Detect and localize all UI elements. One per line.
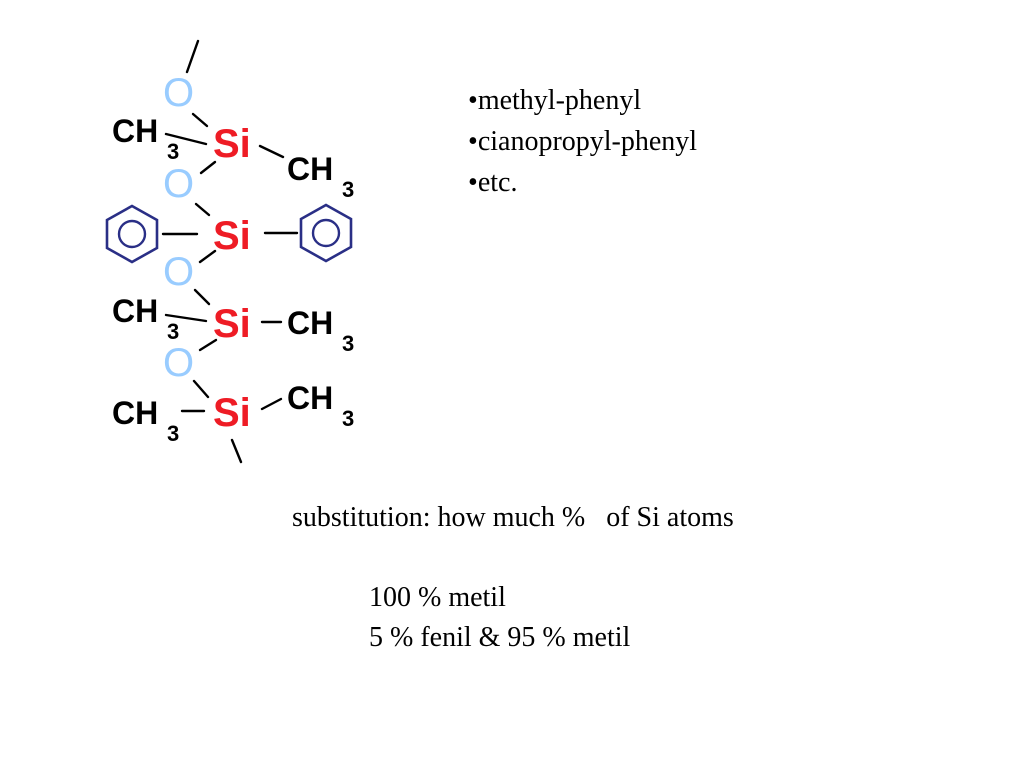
methyl-label: CH <box>112 113 158 149</box>
methyl-subscript: 3 <box>167 139 179 164</box>
stationary-phase-list: methyl-phenyl cianopropyl-phenyl etc. <box>468 80 697 203</box>
bond-ch3-si1 <box>164 132 208 146</box>
methyl-label: CH <box>287 380 333 416</box>
methyl-label: CH <box>287 305 333 341</box>
methyl-group: CH 3 <box>287 151 354 202</box>
silicon-atom: Si <box>213 302 251 346</box>
bond-o1-si1 <box>191 112 209 128</box>
bond-terminal-bottom <box>230 438 243 464</box>
methyl-group: CH 3 <box>287 380 354 431</box>
oxygen-atom: O <box>163 250 194 294</box>
benzene-ring-icon <box>299 203 353 263</box>
methyl-subscript: 3 <box>342 331 354 356</box>
methyl-group: CH 3 <box>112 293 179 344</box>
bond-si1-ch3 <box>258 144 285 159</box>
bond-si2-o3 <box>198 249 217 264</box>
bond-ch3-si3 <box>164 313 208 323</box>
methyl-group: CH 3 <box>112 113 179 164</box>
bond-si1-o2 <box>199 160 217 175</box>
bond-o3-si3 <box>193 288 211 306</box>
oxygen-atom: O <box>163 162 194 206</box>
bond-terminal-top <box>185 39 200 74</box>
methyl-subscript: 3 <box>167 421 179 446</box>
methyl-label: CH <box>112 293 158 329</box>
bond-si4-ch3 <box>260 397 283 411</box>
oxygen-atom: O <box>163 71 194 115</box>
methyl-subscript: 3 <box>342 177 354 202</box>
list-item: cianopropyl-phenyl <box>468 121 697 162</box>
methyl-subscript: 3 <box>167 319 179 344</box>
silicon-atom: Si <box>213 391 251 435</box>
example-line: 5 % fenil & 95 % metil <box>369 622 631 653</box>
bond-o2-si2 <box>194 202 211 217</box>
list-item: etc. <box>468 162 697 203</box>
methyl-group: CH 3 <box>287 305 354 356</box>
substitution-examples: 100 % metil 5 % fenil & 95 % metil <box>369 578 630 658</box>
example-line: 100 % metil <box>369 582 506 613</box>
list-item: methyl-phenyl <box>468 80 697 121</box>
bonds <box>161 39 299 464</box>
substitution-question: substitution: how much % of Si atoms <box>292 502 734 533</box>
benzene-ring-icon <box>105 204 159 264</box>
methyl-label: CH <box>287 151 333 187</box>
methyl-subscript: 3 <box>342 406 354 431</box>
methyl-label: CH <box>112 395 158 431</box>
bond-o4-si4 <box>192 379 210 399</box>
silicon-atom: Si <box>213 214 251 258</box>
oxygen-atom: O <box>163 341 194 385</box>
methyl-group: CH 3 <box>112 395 179 446</box>
bond-si3-o4 <box>198 338 218 352</box>
silicon-atom: Si <box>213 122 251 166</box>
polysiloxane-structure: O O O O Si Si Si Si CH 3 CH 3 CH 3 CH 3 … <box>105 39 354 464</box>
